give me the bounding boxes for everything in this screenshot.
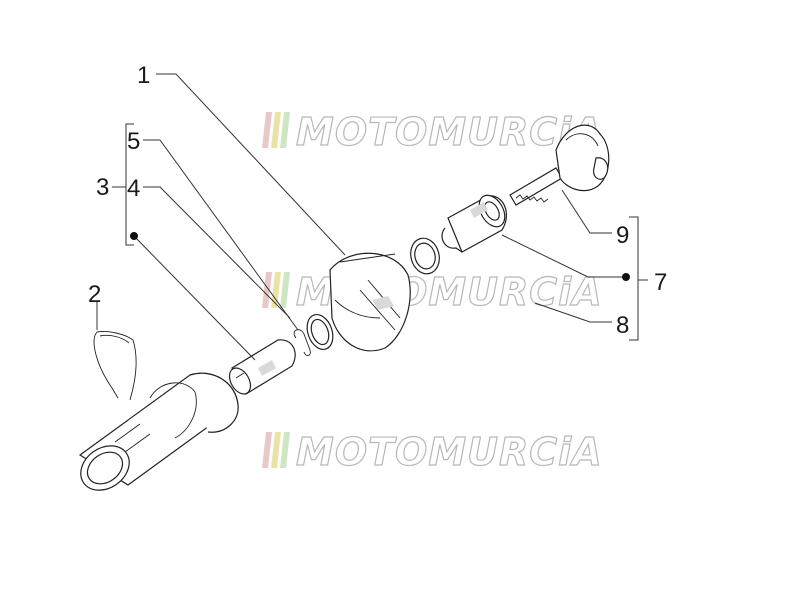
lock-housing-tube — [78, 372, 239, 491]
watermark-bottom: MOTOMURCiA — [262, 429, 603, 475]
key-part — [509, 124, 610, 206]
watermark-stripes — [262, 112, 290, 148]
o-ring-part — [410, 237, 440, 275]
watermark-text: MOTOMURCiA — [296, 110, 603, 154]
bullet-dot-left — [130, 232, 138, 240]
callout-9: 9 — [616, 222, 629, 249]
spring-clip-part — [93, 331, 137, 401]
washer-ring-part — [306, 313, 334, 351]
callout-2: 2 — [88, 281, 101, 308]
callout-7: 7 — [654, 269, 667, 296]
bullet-dot-right — [622, 273, 630, 281]
watermark-stripes — [262, 432, 290, 468]
callout-3: 3 — [96, 174, 109, 201]
watermark-top: MOTOMURCiA — [262, 109, 603, 155]
watermark-text: MOTOMURCiA — [296, 430, 603, 474]
leader-lines — [96, 73, 648, 361]
tumbler-cylinder-part — [228, 339, 296, 395]
watermark-middle: MOTOMURCiA — [262, 269, 602, 315]
callout-1: 1 — [137, 62, 150, 89]
callout-4: 4 — [127, 175, 140, 202]
callout-8: 8 — [616, 312, 629, 339]
lock-body-part — [329, 252, 411, 352]
watermark-stripes — [262, 272, 290, 308]
callout-5: 5 — [127, 128, 140, 155]
small-spring-part — [293, 329, 311, 357]
lock-cylinder-part — [441, 194, 507, 253]
